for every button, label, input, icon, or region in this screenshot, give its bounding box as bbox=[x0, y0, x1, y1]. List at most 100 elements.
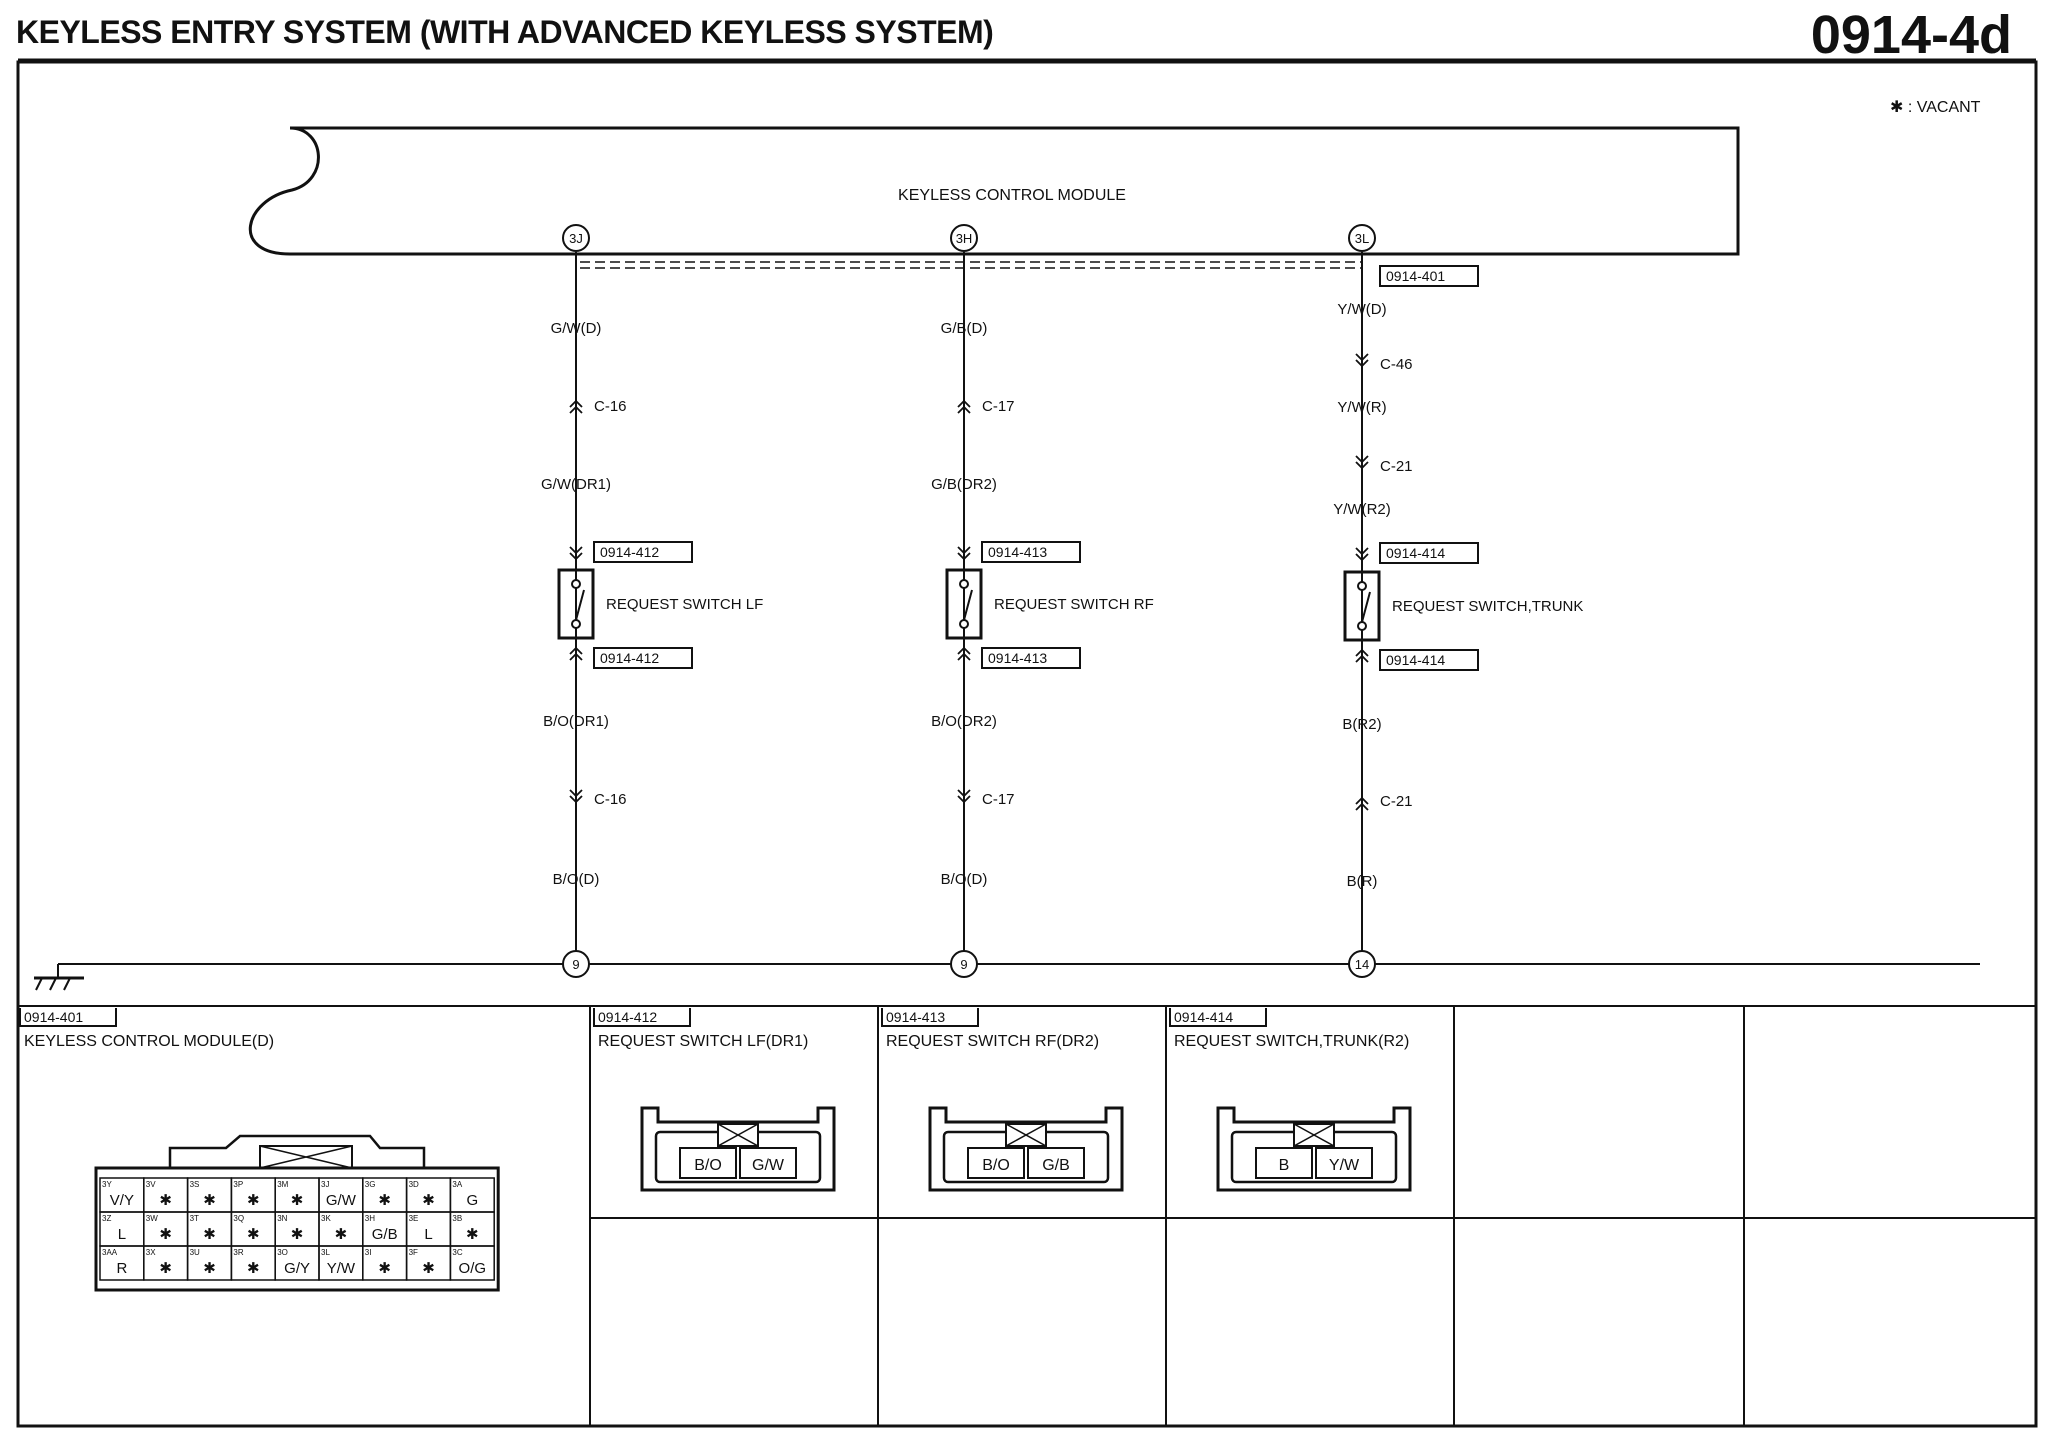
diagram-title: KEYLESS ENTRY SYSTEM (WITH ADVANCED KEYL… bbox=[16, 14, 994, 50]
pin-number: 3G bbox=[365, 1180, 376, 1189]
connector-label: C-16 bbox=[594, 791, 627, 808]
pin-number: 3AA bbox=[102, 1248, 118, 1257]
switch-connector-face: B/O G/W bbox=[640, 1106, 836, 1192]
request-switch-symbol bbox=[557, 568, 595, 640]
reference-box bbox=[981, 647, 1081, 669]
request-switch-symbol bbox=[945, 568, 983, 640]
reference-box bbox=[1379, 542, 1479, 564]
connector-chevron-up-icon bbox=[569, 399, 583, 414]
pin-value: ✱ bbox=[159, 1226, 172, 1243]
wire-color-label: B/O(DR1) bbox=[543, 713, 609, 730]
pin-value: ✱ bbox=[247, 1260, 260, 1277]
module-pin-label-circle bbox=[1348, 224, 1376, 252]
pin-value: L bbox=[118, 1226, 126, 1243]
pin-number: 3Z bbox=[102, 1214, 111, 1223]
pin-value: G/Y bbox=[284, 1260, 310, 1277]
wire-color-label: B/O(D) bbox=[553, 871, 600, 888]
pin-value: ✱ bbox=[203, 1192, 216, 1209]
module-pin-label-circle bbox=[562, 224, 590, 252]
ground-pin-label: 14 bbox=[1355, 957, 1369, 972]
switch-label: REQUEST SWITCH LF bbox=[606, 596, 763, 613]
reference-box bbox=[1379, 265, 1479, 287]
pin-value: ✱ bbox=[422, 1260, 435, 1277]
pin-value: ✱ bbox=[247, 1192, 260, 1209]
connector-chevron-down-icon bbox=[1355, 353, 1369, 368]
pin-number: 3J bbox=[321, 1180, 329, 1189]
pin-cell bbox=[449, 1245, 495, 1281]
pin-number: 3R bbox=[233, 1248, 243, 1257]
reference-code: 0914-412 bbox=[600, 544, 659, 560]
diagram-frame bbox=[16, 60, 2038, 1428]
connector-label: C-16 bbox=[594, 398, 627, 415]
wire-color-label: Y/W(D) bbox=[1337, 301, 1386, 318]
connector-chevron-up-icon bbox=[1355, 648, 1369, 663]
pin-number: 3P bbox=[233, 1180, 243, 1189]
vacant-legend: ✱ : VACANT bbox=[1890, 99, 1981, 116]
wire-color-label: G/B(D) bbox=[941, 320, 988, 337]
wire-color-label: G/W(DR1) bbox=[541, 476, 611, 493]
pin-number: 3C bbox=[452, 1248, 462, 1257]
pin-number: 3F bbox=[409, 1248, 418, 1257]
connector-chevron-up-icon bbox=[957, 646, 971, 661]
reference-code: 0914-414 bbox=[1386, 652, 1445, 668]
pin-number: 3T bbox=[190, 1214, 199, 1223]
pin-number: 3E bbox=[409, 1214, 419, 1223]
pin-value: G/W bbox=[326, 1192, 357, 1209]
connector-chevron-up-icon bbox=[569, 646, 583, 661]
connector-label: C-17 bbox=[982, 791, 1015, 808]
module-pin-label: 3H bbox=[956, 231, 973, 246]
pin-number: 3O bbox=[277, 1248, 288, 1257]
pin-value: ✱ bbox=[378, 1260, 391, 1277]
connector-panel-grid bbox=[18, 1005, 2036, 1426]
connector-label: C-21 bbox=[1380, 458, 1413, 475]
reference-box bbox=[593, 647, 693, 669]
panel-reference-tag bbox=[19, 1008, 117, 1027]
switch-connector-face: B/O G/B bbox=[928, 1106, 1124, 1192]
module-pin-label: 3J bbox=[569, 231, 583, 246]
connector-chevron-up-icon bbox=[1355, 796, 1369, 811]
connector-chevron-up-icon bbox=[957, 399, 971, 414]
connector-pin-value: B/O bbox=[982, 1157, 1010, 1174]
wire-color-label: B(R) bbox=[1347, 873, 1378, 890]
reference-code: 0914-413 bbox=[988, 650, 1047, 666]
panel-title: REQUEST SWITCH RF(DR2) bbox=[886, 1033, 1099, 1050]
connector-pin-value: Y/W bbox=[1329, 1157, 1360, 1174]
pin-number: 3N bbox=[277, 1214, 287, 1223]
wire-color-label: Y/W(R2) bbox=[1333, 501, 1391, 518]
connector-pin-value: G/W bbox=[752, 1157, 785, 1174]
module-connector-body bbox=[94, 1166, 500, 1292]
pin-number: 3V bbox=[146, 1180, 156, 1189]
pin-number: 3X bbox=[146, 1248, 156, 1257]
connector-pin-value: B/O bbox=[694, 1157, 722, 1174]
connector-label: C-17 bbox=[982, 398, 1015, 415]
connector-pin-value: G/B bbox=[1042, 1157, 1070, 1174]
pin-number: 3I bbox=[365, 1248, 372, 1257]
pin-value: ✱ bbox=[335, 1226, 348, 1243]
pin-value: ✱ bbox=[159, 1260, 172, 1277]
pin-number: 3D bbox=[409, 1180, 419, 1189]
reference-box bbox=[1379, 649, 1479, 671]
connector-chevron-down-icon bbox=[957, 546, 971, 561]
pin-number: 3S bbox=[190, 1180, 200, 1189]
panel-reference-tag bbox=[881, 1008, 979, 1027]
pin-value: ✱ bbox=[203, 1226, 216, 1243]
panel-reference-code: 0914-414 bbox=[1174, 1009, 1233, 1025]
circuit-trunk: 3L0914-401Y/W(D)C-46Y/W(R)C-21Y/W(R2)091… bbox=[1333, 224, 1583, 978]
keyless-control-module: KEYLESS CONTROL MODULE bbox=[248, 126, 1740, 269]
pin-value: G bbox=[466, 1192, 478, 1209]
panel-reference-tag bbox=[593, 1008, 691, 1027]
pin-value: ✱ bbox=[466, 1226, 479, 1243]
connector-label: C-21 bbox=[1380, 793, 1413, 810]
wire-color-label: Y/W(R) bbox=[1337, 399, 1386, 416]
pin-number: 3W bbox=[146, 1214, 158, 1223]
reference-code: 0914-412 bbox=[600, 650, 659, 666]
ground-symbol bbox=[34, 976, 84, 991]
panel-title: REQUEST SWITCH LF(DR1) bbox=[598, 1033, 808, 1050]
pin-value: V/Y bbox=[110, 1192, 134, 1209]
wire-color-label: B(R2) bbox=[1342, 716, 1381, 733]
latch-cross-icon bbox=[1005, 1123, 1047, 1147]
panel-reference-code: 0914-413 bbox=[886, 1009, 945, 1025]
connector-chevron-down-icon bbox=[1355, 455, 1369, 470]
